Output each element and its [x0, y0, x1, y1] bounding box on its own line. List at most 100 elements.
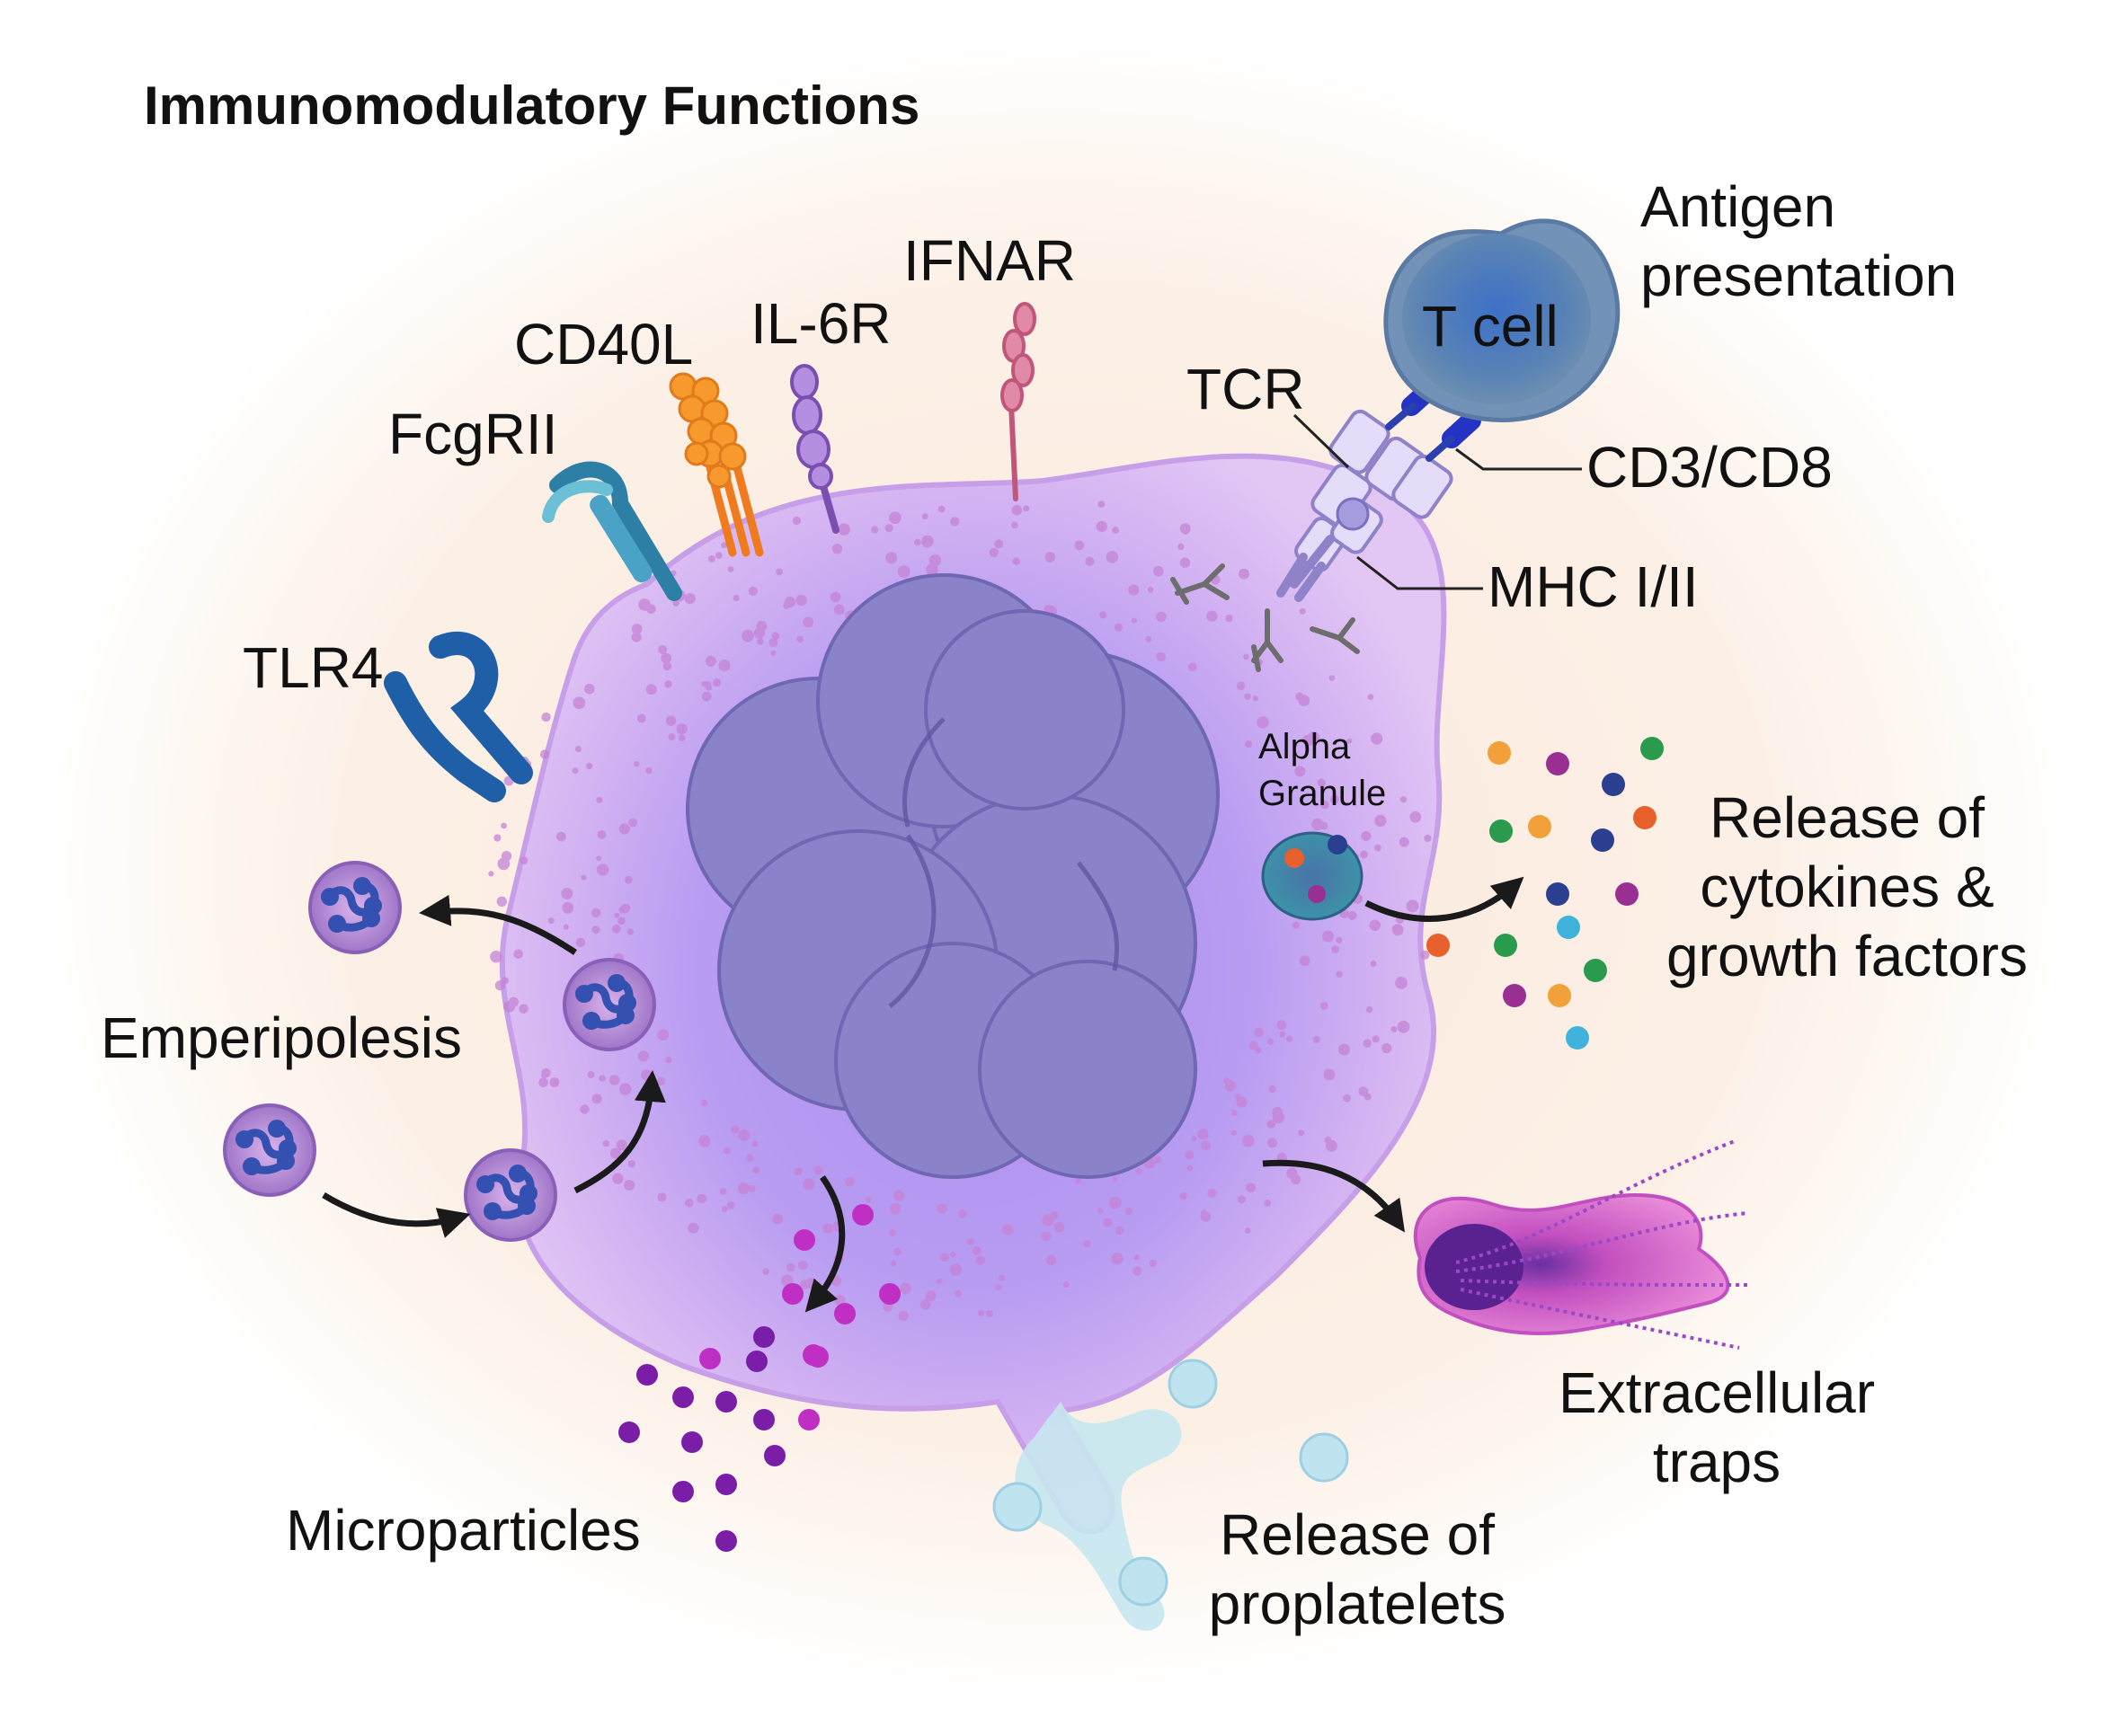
granule-speck — [762, 1268, 770, 1275]
granule-speck — [1328, 675, 1336, 681]
microparticle-dot — [764, 1445, 786, 1466]
label-extracellular-traps: Extracellular traps — [1528, 1359, 1905, 1497]
granule-speck — [1041, 1231, 1052, 1242]
cytokine-dot — [1602, 773, 1625, 796]
granule-speck — [591, 926, 600, 934]
granule-speck — [733, 594, 740, 602]
microparticle-dot — [794, 1229, 815, 1251]
granule-speck — [1156, 611, 1167, 623]
granule-speck — [549, 1077, 560, 1087]
granule-speck — [1230, 1129, 1238, 1136]
granule-speck — [1347, 910, 1357, 921]
granule-speck — [845, 1176, 855, 1187]
granule-speck — [986, 1310, 993, 1317]
neutrophil-lobe — [509, 1165, 527, 1182]
granule-speck — [926, 563, 938, 576]
granule-speck — [1085, 556, 1095, 567]
microparticle-dot — [715, 1474, 737, 1495]
granule-speck — [889, 511, 902, 525]
granule-speck — [597, 830, 607, 839]
granule-speck — [1317, 778, 1326, 787]
granule-speck — [501, 822, 507, 829]
granule-speck — [1096, 520, 1108, 533]
cytokine-dot — [1494, 934, 1517, 957]
granule-speck — [737, 1182, 751, 1194]
antigen-presentation-line-1: Antigen — [1640, 174, 1836, 239]
label-antigen-presentation: Antigen presentation — [1640, 173, 1957, 311]
granule-speck — [1390, 1026, 1398, 1032]
granule-speck — [1201, 1140, 1211, 1150]
granule-speck — [596, 864, 609, 876]
granule-speck — [1023, 505, 1030, 512]
granule-speck — [1135, 1167, 1142, 1175]
granule-speck — [1399, 796, 1408, 803]
granule-speck — [1132, 1266, 1142, 1276]
granule-speck — [1244, 740, 1253, 748]
granule-speck — [701, 681, 707, 687]
granule-speck — [957, 1209, 967, 1218]
cytokine-dot — [1633, 806, 1657, 829]
granule-speck — [1083, 1239, 1091, 1248]
proplatelets-line-2: proplatelets — [1208, 1571, 1506, 1636]
granule-speck — [620, 903, 631, 914]
granule-speck — [627, 1160, 635, 1168]
granule-speck — [975, 1255, 985, 1265]
cytokine-dot — [1584, 959, 1607, 982]
granule-speck — [708, 555, 715, 562]
granule-speck — [1320, 800, 1329, 810]
neutrophil-lobe — [328, 915, 346, 933]
granule-speck — [1370, 960, 1377, 967]
granule-speck — [805, 1278, 816, 1289]
granule-speck — [619, 1083, 632, 1095]
neutrophil — [563, 958, 656, 1051]
cytokine-dot — [1503, 984, 1526, 1007]
label-t-cell: T cell — [1422, 294, 1559, 359]
cytokines-line-3: growth factors — [1666, 923, 2028, 988]
granule-speck — [1011, 505, 1023, 516]
microparticle-dot — [699, 1348, 721, 1369]
granule-speck — [723, 1147, 731, 1155]
granule-speck — [1276, 1020, 1287, 1031]
granule-speck — [646, 604, 656, 614]
granule-speck — [1391, 924, 1404, 936]
microparticle-dot — [681, 1431, 703, 1453]
granule-speck — [1191, 1136, 1197, 1142]
cd40l-receptor — [669, 372, 764, 557]
granule-speck — [520, 856, 528, 864]
granule-speck — [586, 762, 593, 770]
granule-speck — [1336, 936, 1343, 943]
label-tlr4: TLR4 — [243, 635, 384, 700]
granule-speck — [662, 661, 672, 671]
granule-speck — [1297, 1129, 1305, 1137]
granule-speck — [1248, 1041, 1258, 1050]
granule-speck — [1153, 565, 1164, 577]
granule-speck — [1115, 1226, 1124, 1236]
granule-speck — [989, 547, 999, 557]
granule-speck — [1182, 527, 1189, 535]
granule-speck — [645, 766, 653, 775]
granule-speck — [1319, 1002, 1328, 1010]
granule-speck — [575, 937, 586, 948]
granule-speck — [831, 544, 843, 554]
granule-speck — [768, 638, 778, 648]
granule-speck — [994, 539, 1004, 549]
microparticle-dot — [672, 1386, 694, 1408]
granule-speck — [771, 632, 780, 641]
granule-speck — [665, 1056, 672, 1064]
leader-lines — [1292, 413, 1582, 590]
granule-speck — [1312, 1035, 1320, 1043]
granule-speck — [731, 1125, 740, 1134]
granule-speck — [1225, 614, 1233, 623]
granule-speck — [1257, 716, 1269, 729]
antigen-presentation-line-2: presentation — [1640, 243, 1958, 308]
extracellular-trap — [1413, 1139, 1749, 1350]
granule-speck — [803, 616, 813, 628]
proplatelets-line-1: Release of — [1220, 1502, 1495, 1567]
microparticle-dot — [672, 1481, 694, 1502]
granule-speck — [1266, 1038, 1275, 1045]
granule-speck — [1074, 540, 1085, 551]
granule-speck — [657, 1192, 667, 1202]
granule-speck — [1156, 652, 1162, 659]
granule-speck — [641, 1069, 653, 1081]
granule-speck — [919, 1298, 931, 1310]
